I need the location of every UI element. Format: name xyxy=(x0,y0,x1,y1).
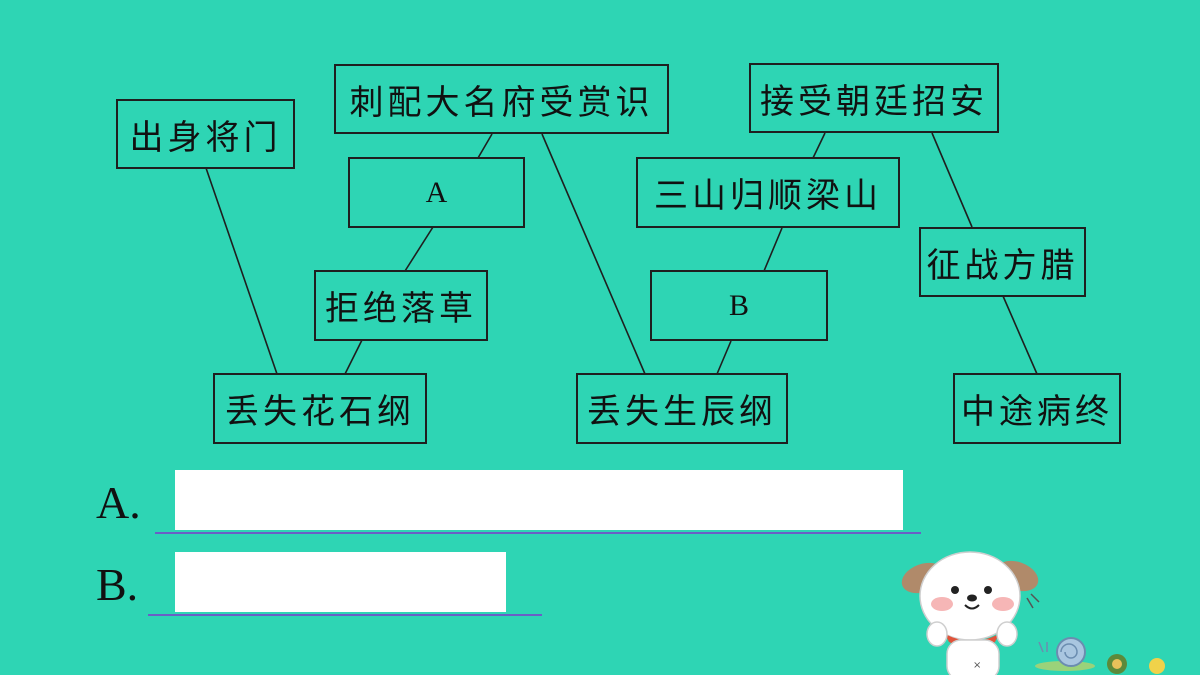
connector-chushen-huashi xyxy=(205,167,278,375)
connector-zhengzhan-zhongtu xyxy=(1002,295,1038,375)
answer-b-field[interactable] xyxy=(175,552,506,612)
connector-b-shengchen xyxy=(716,340,732,375)
box-jieshou: 接受朝廷招安 xyxy=(749,63,999,133)
box-zhengzhan: 征战方腊 xyxy=(919,227,1086,297)
answer-a-underline xyxy=(155,532,921,534)
box-jujue: 拒绝落草 xyxy=(314,270,488,341)
connector-jujue-huashi xyxy=(344,339,363,375)
svg-text:×: × xyxy=(973,660,981,671)
box-diushi-shengchen: 丢失生辰纲 xyxy=(576,373,788,444)
puppy-mascot: × xyxy=(901,551,1165,675)
box-sanshan: 三山归顺梁山 xyxy=(636,157,900,228)
answer-a-label: A. xyxy=(96,477,141,528)
connector-a-jujue xyxy=(404,226,434,272)
box-diushi-huashi: 丢失花石纲 xyxy=(213,373,427,444)
answer-b-label: B. xyxy=(96,559,139,610)
snail-icon xyxy=(1035,637,1095,671)
connector-jieshou-zhengzhan xyxy=(931,132,973,228)
answer-a-field[interactable] xyxy=(175,470,903,530)
box-cipei: 刺配大名府受赏识 xyxy=(334,64,669,134)
connector-cipei-a xyxy=(477,133,493,159)
connector-sanshan-b xyxy=(763,227,783,272)
connector-cipei-shengchen xyxy=(541,133,646,375)
connector-jieshou-sanshan xyxy=(812,132,826,159)
answer-b-underline xyxy=(148,614,542,616)
box-chushen: 出身将门 xyxy=(116,99,295,169)
box-b: B xyxy=(650,270,828,341)
box-a: A xyxy=(348,157,525,228)
box-zhongtu: 中途病终 xyxy=(953,373,1121,444)
